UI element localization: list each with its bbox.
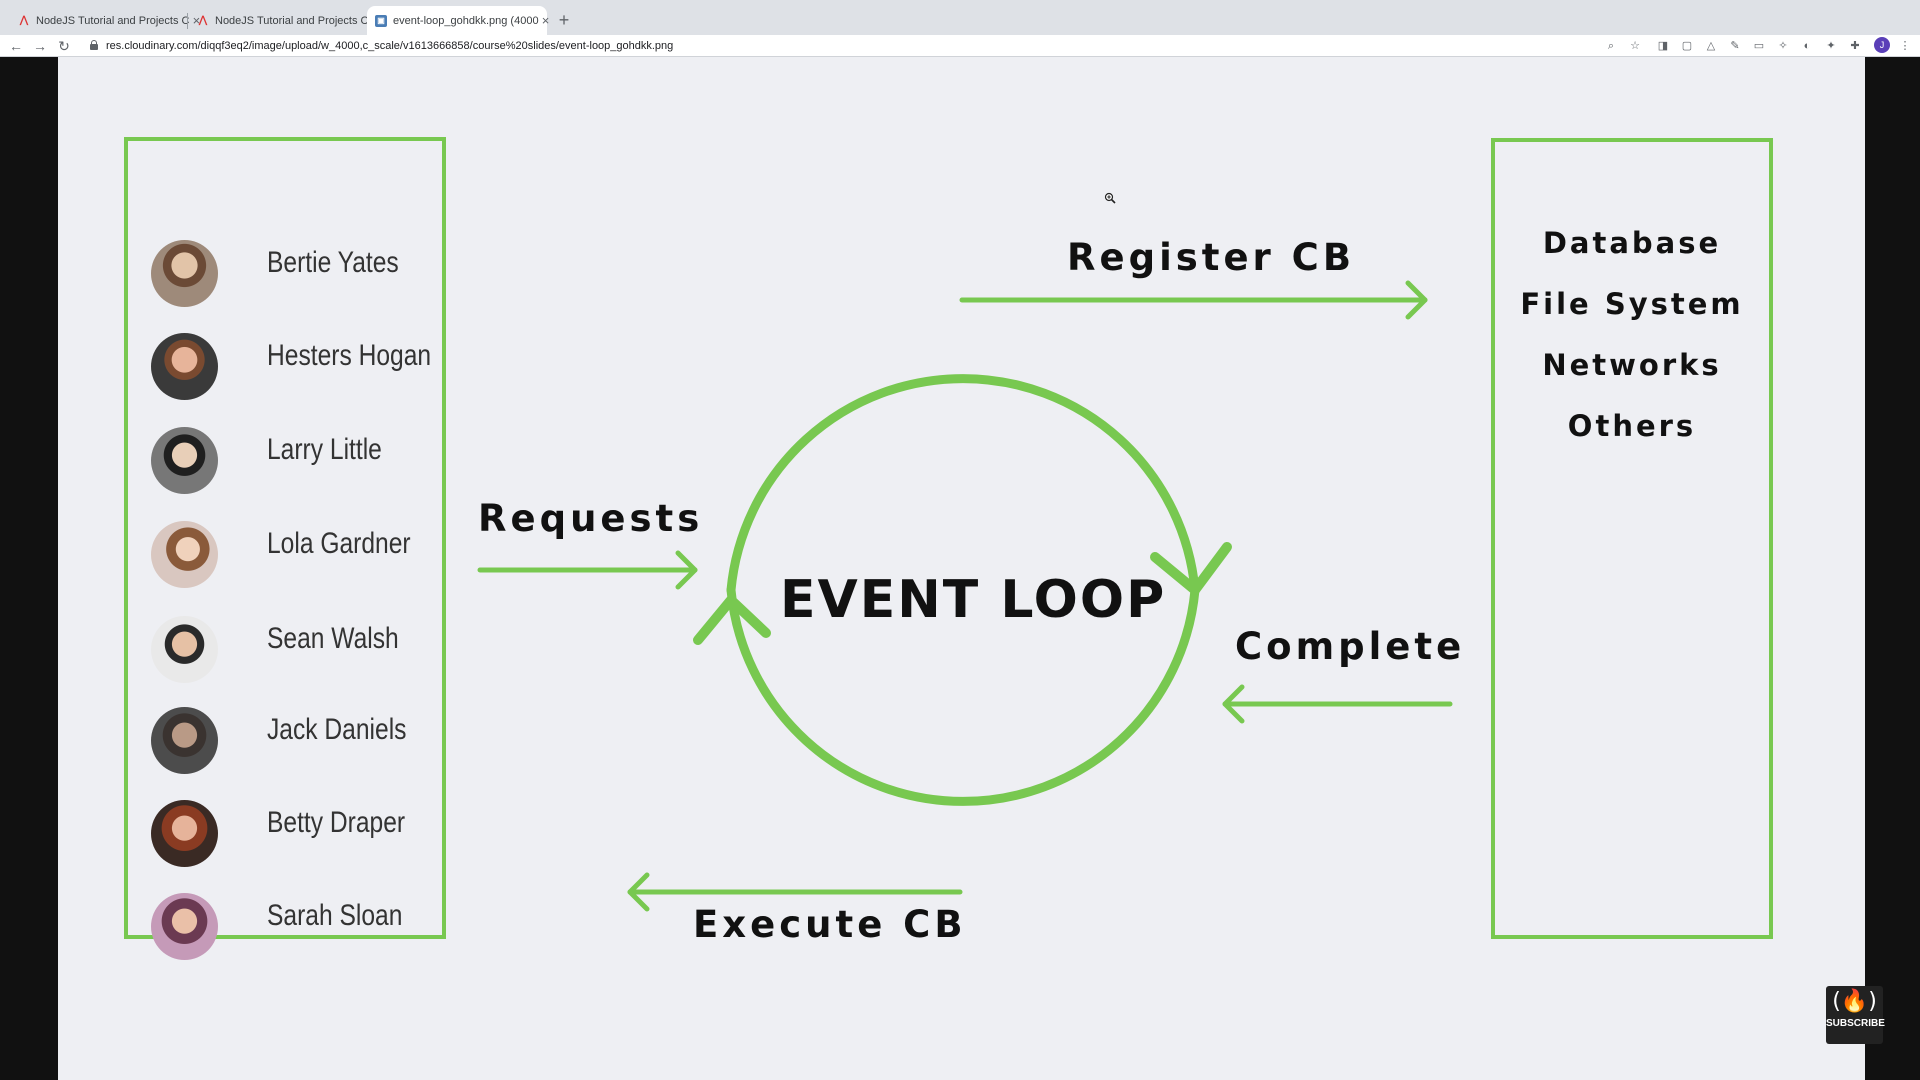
extension-icon[interactable]: ▢ xyxy=(1681,40,1693,52)
forward-arrow-icon[interactable]: → xyxy=(33,38,47,54)
menu-icon[interactable]: ⋮ xyxy=(1899,40,1911,52)
resources-box xyxy=(1491,138,1773,939)
image-icon: ▣ xyxy=(375,14,387,27)
extension-icon[interactable]: ✧ xyxy=(1778,40,1788,52)
complete-label: Complete xyxy=(1235,625,1466,668)
person-name: Lola Gardner xyxy=(267,527,411,560)
requests-label: Requests xyxy=(478,497,704,540)
avatar xyxy=(151,893,218,960)
person-name: Sarah Sloan xyxy=(267,899,403,932)
person-item: Lola Gardner xyxy=(151,521,451,591)
lock-icon[interactable] xyxy=(90,40,98,50)
person-item: Sarah Sloan xyxy=(151,893,451,963)
browser-chrome: ⋀ NodeJS Tutorial and Projects C × ⋀ Nod… xyxy=(0,0,1920,57)
new-tab-button[interactable]: + xyxy=(558,10,570,30)
extension-icon[interactable]: ◐ xyxy=(1803,40,1811,52)
zoom-in-cursor-icon xyxy=(1104,192,1116,204)
n-logo-icon: ⋀ xyxy=(19,14,29,26)
close-icon[interactable]: × xyxy=(541,13,550,28)
avatar xyxy=(151,333,218,400)
person-item: Hesters Hogan xyxy=(151,333,451,403)
person-item: Larry Little xyxy=(151,427,451,497)
person-name: Bertie Yates xyxy=(267,246,399,279)
extension-icon[interactable]: △ xyxy=(1706,40,1716,52)
resource-file-system: File System xyxy=(1520,287,1744,321)
close-icon[interactable]: × xyxy=(192,13,201,28)
register-cb-label: Register CB xyxy=(1067,236,1356,279)
tab-divider xyxy=(187,13,188,29)
zoom-icon[interactable]: ⌕ xyxy=(1607,40,1615,52)
back-arrow-icon[interactable]: ← xyxy=(9,38,23,54)
avatar xyxy=(151,427,218,494)
person-name: Sean Walsh xyxy=(267,622,399,655)
avatar xyxy=(151,707,218,774)
freecodecamp-logo-icon: (🔥) xyxy=(1832,989,1877,1014)
extension-icon[interactable]: ◨ xyxy=(1657,40,1669,52)
person-item: Betty Draper xyxy=(151,800,451,870)
puzzle-icon[interactable]: ✚ xyxy=(1850,40,1860,52)
person-item: Sean Walsh xyxy=(151,616,451,686)
browser-tab-active[interactable]: ▣ event-loop_gohdkk.png (4000 × xyxy=(367,6,549,35)
tab-title: NodeJS Tutorial and Projects C xyxy=(36,14,190,27)
profile-avatar[interactable]: J xyxy=(1874,37,1890,53)
star-icon[interactable]: ☆ xyxy=(1630,40,1640,52)
resource-others: Others xyxy=(1567,409,1697,443)
browser-tab-1[interactable]: ⋀ NodeJS Tutorial and Projects C × xyxy=(10,6,200,35)
tab-title: event-loop_gohdkk.png (4000 xyxy=(393,14,539,27)
extension-icon[interactable]: ✦ xyxy=(1826,40,1836,52)
extension-icon[interactable]: ✎ xyxy=(1730,40,1740,52)
extension-icon[interactable]: ▭ xyxy=(1753,40,1765,52)
person-name: Betty Draper xyxy=(267,806,406,839)
person-name: Larry Little xyxy=(267,433,382,466)
address-bar[interactable]: res.cloudinary.com/diqqf3eq2/image/uploa… xyxy=(106,40,674,52)
tab-title: NodeJS Tutorial and Projects C xyxy=(215,14,369,27)
resource-networks: Networks xyxy=(1542,348,1722,382)
execute-cb-label: Execute CB xyxy=(693,903,967,946)
browser-tab-2[interactable]: ⋀ NodeJS Tutorial and Projects C × xyxy=(189,6,379,35)
n-logo-icon: ⋀ xyxy=(198,14,208,26)
resource-database: Database xyxy=(1542,226,1722,260)
subscribe-button[interactable]: (🔥) SUBSCRIBE xyxy=(1826,986,1885,1044)
avatar xyxy=(151,521,218,588)
person-name: Jack Daniels xyxy=(267,713,407,746)
people-box xyxy=(124,137,446,939)
event-loop-title: EVENT LOOP xyxy=(780,570,1167,630)
avatar xyxy=(151,616,218,683)
person-item: Bertie Yates xyxy=(151,240,451,310)
avatar xyxy=(151,240,218,307)
reload-icon[interactable]: ↻ xyxy=(58,38,70,54)
browser-toolbar: ← → ↻ res.cloudinary.com/diqqf3eq2/image… xyxy=(0,35,1920,57)
tab-strip: ⋀ NodeJS Tutorial and Projects C × ⋀ Nod… xyxy=(0,0,1920,35)
avatar xyxy=(151,800,218,867)
person-name: Hesters Hogan xyxy=(267,339,432,372)
subscribe-label: SUBSCRIBE xyxy=(1826,1018,1885,1029)
person-item: Jack Daniels xyxy=(151,707,451,777)
